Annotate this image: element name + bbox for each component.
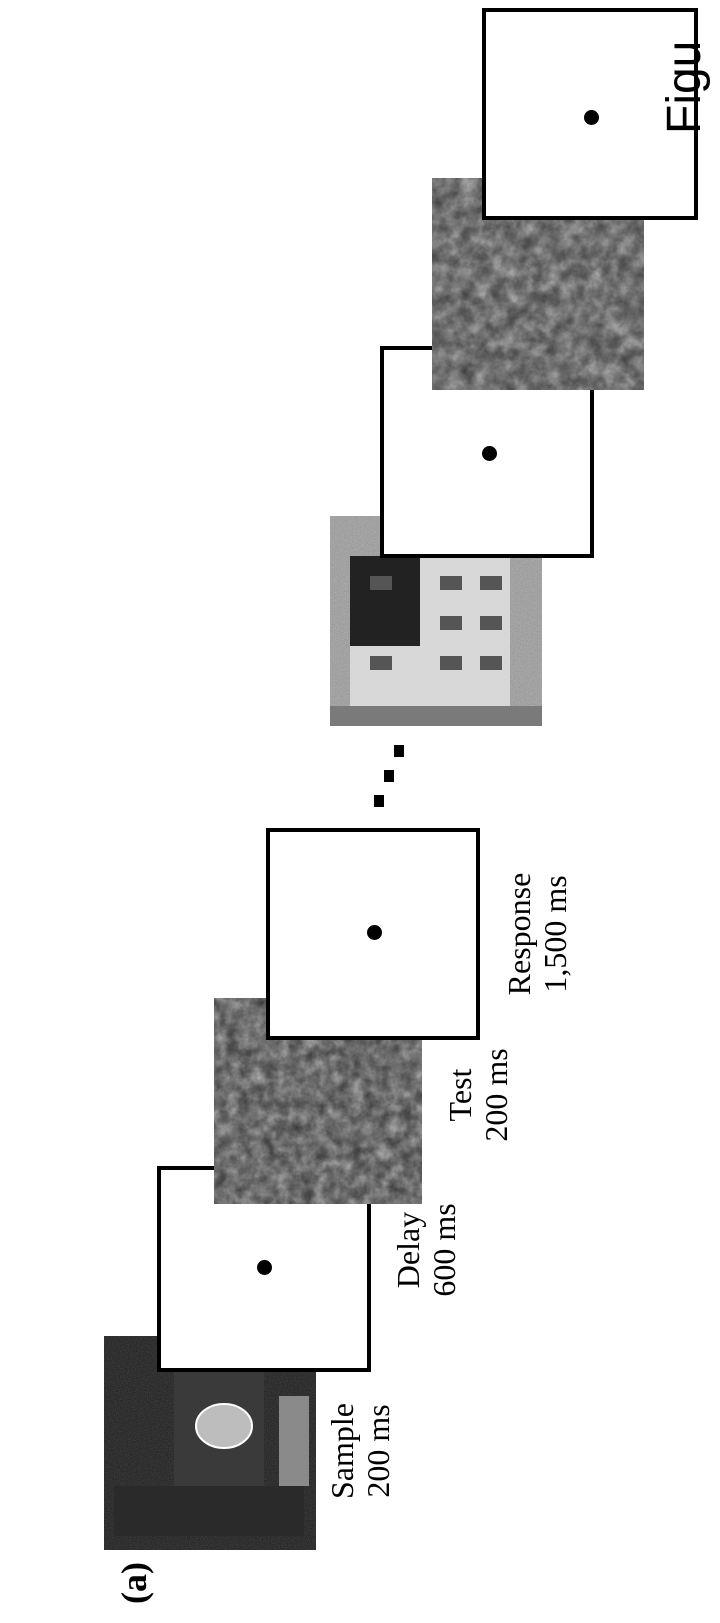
caption-test-name: Test [442, 965, 478, 1225]
fixation-dot [257, 1260, 272, 1275]
continuation-dot [384, 770, 394, 782]
caption-delay-name: Delay [390, 1120, 426, 1380]
caption-sample: Sample 200 ms [324, 1321, 400, 1581]
panel-label: (a) [113, 1543, 153, 1623]
caption-sample-name: Sample [324, 1321, 360, 1581]
fixation-dot [482, 446, 497, 461]
caption-response: Response 1,500 ms [501, 804, 577, 1064]
fixation-dot [367, 925, 382, 940]
fixation-dot [584, 110, 599, 125]
continuation-dot [394, 745, 404, 757]
continuation-dot [374, 795, 384, 807]
caption-response-duration: 1,500 ms [537, 804, 573, 1064]
caption-response-name: Response [501, 804, 537, 1064]
figure-title: Figu [657, 0, 717, 134]
